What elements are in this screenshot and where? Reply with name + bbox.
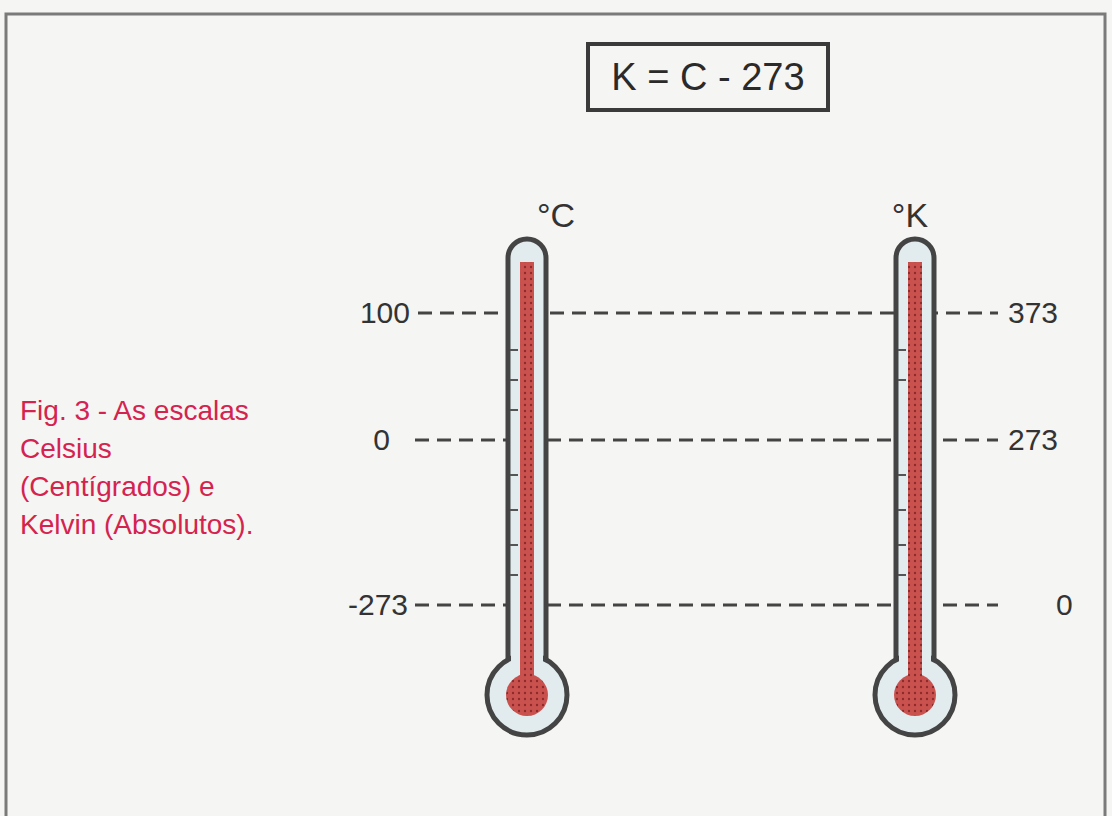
scale-unit: °K [892, 196, 928, 235]
scale-value: 100 [360, 296, 410, 331]
frame [6, 14, 1105, 816]
scale-value: 373 [1008, 296, 1058, 331]
scale-value: -273 [348, 588, 408, 623]
formula-text: K = C - 273 [611, 56, 804, 99]
figure-caption: Fig. 3 - As escalas Celsius (Centígrados… [20, 392, 256, 544]
scale-unit: °C [537, 196, 575, 235]
scale-value: 273 [1008, 423, 1058, 458]
kelvin-thermometer [875, 239, 955, 735]
celsius-thermometer [487, 239, 567, 735]
scale-value: 0 [373, 423, 390, 458]
formula-box: K = C - 273 [586, 42, 830, 112]
scale-value: 0 [1056, 588, 1073, 623]
